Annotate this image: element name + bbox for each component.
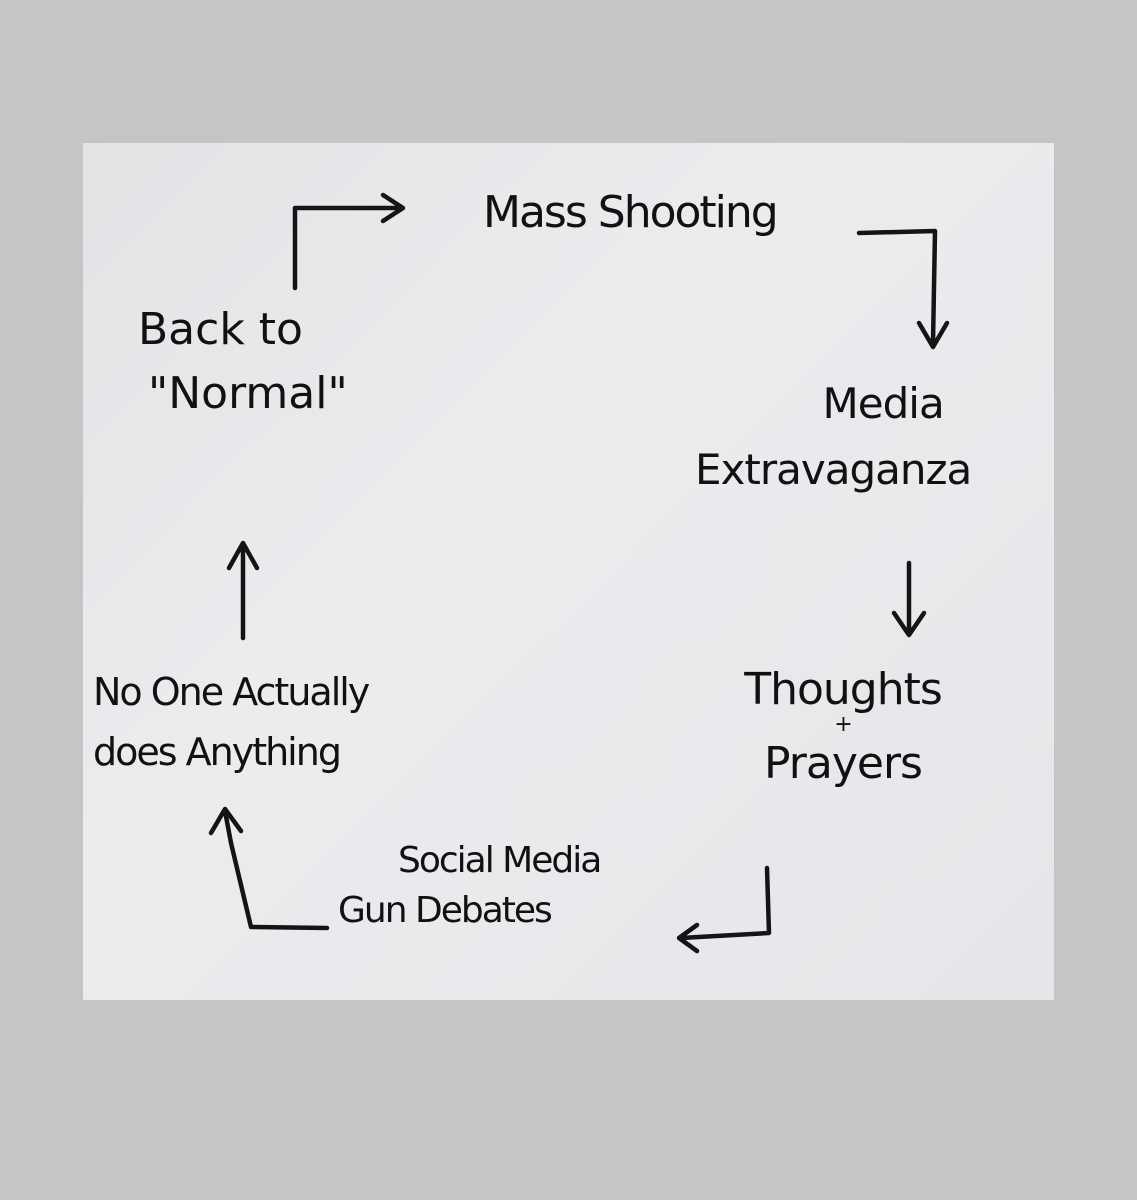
arrow-to-media-extravaganza xyxy=(856,228,950,350)
arrow-to-back-to-normal xyxy=(226,540,260,641)
node-social-media-gun-debates-line1: Social Media xyxy=(398,840,602,881)
arrow-to-social-media-gun-debates xyxy=(676,865,772,954)
node-back-to-normal-line2: "Normal" xyxy=(148,368,348,419)
node-media-extravaganza-line1: Media xyxy=(822,379,945,428)
node-mass-shooting-label: Mass Shooting xyxy=(483,187,779,238)
cycle-arrows xyxy=(208,192,950,954)
node-media-extravaganza-line2: Extravaganza xyxy=(695,445,972,494)
node-media-extravaganza: Media Extravaganza xyxy=(695,379,972,494)
node-social-media-gun-debates: Social Media Gun Debates xyxy=(338,840,602,931)
node-back-to-normal: Back to "Normal" xyxy=(138,308,348,416)
node-thoughts-prayers: Thoughts + Prayers xyxy=(723,668,963,786)
node-no-one-does-anything: No One Actually does Anything xyxy=(93,670,370,774)
node-mass-shooting: Mass Shooting xyxy=(483,187,779,238)
handwritten-diagram: Mass Shooting Media Extravaganza Thought… xyxy=(83,143,1054,1000)
node-no-one-does-anything-line1: No One Actually xyxy=(93,670,370,714)
node-back-to-normal-line1: Back to xyxy=(138,304,303,355)
node-thoughts-prayers-plus: + xyxy=(834,712,852,737)
node-thoughts-prayers-line2: Prayers xyxy=(764,738,923,789)
node-no-one-does-anything-line2: does Anything xyxy=(93,730,342,774)
arrow-to-thoughts-prayers xyxy=(891,560,927,638)
arrow-to-mass-shooting xyxy=(292,192,406,291)
arrow-to-no-one-does-anything xyxy=(208,806,330,931)
node-social-media-gun-debates-line2: Gun Debates xyxy=(338,890,553,931)
node-thoughts-prayers-line1: Thoughts xyxy=(744,664,943,715)
